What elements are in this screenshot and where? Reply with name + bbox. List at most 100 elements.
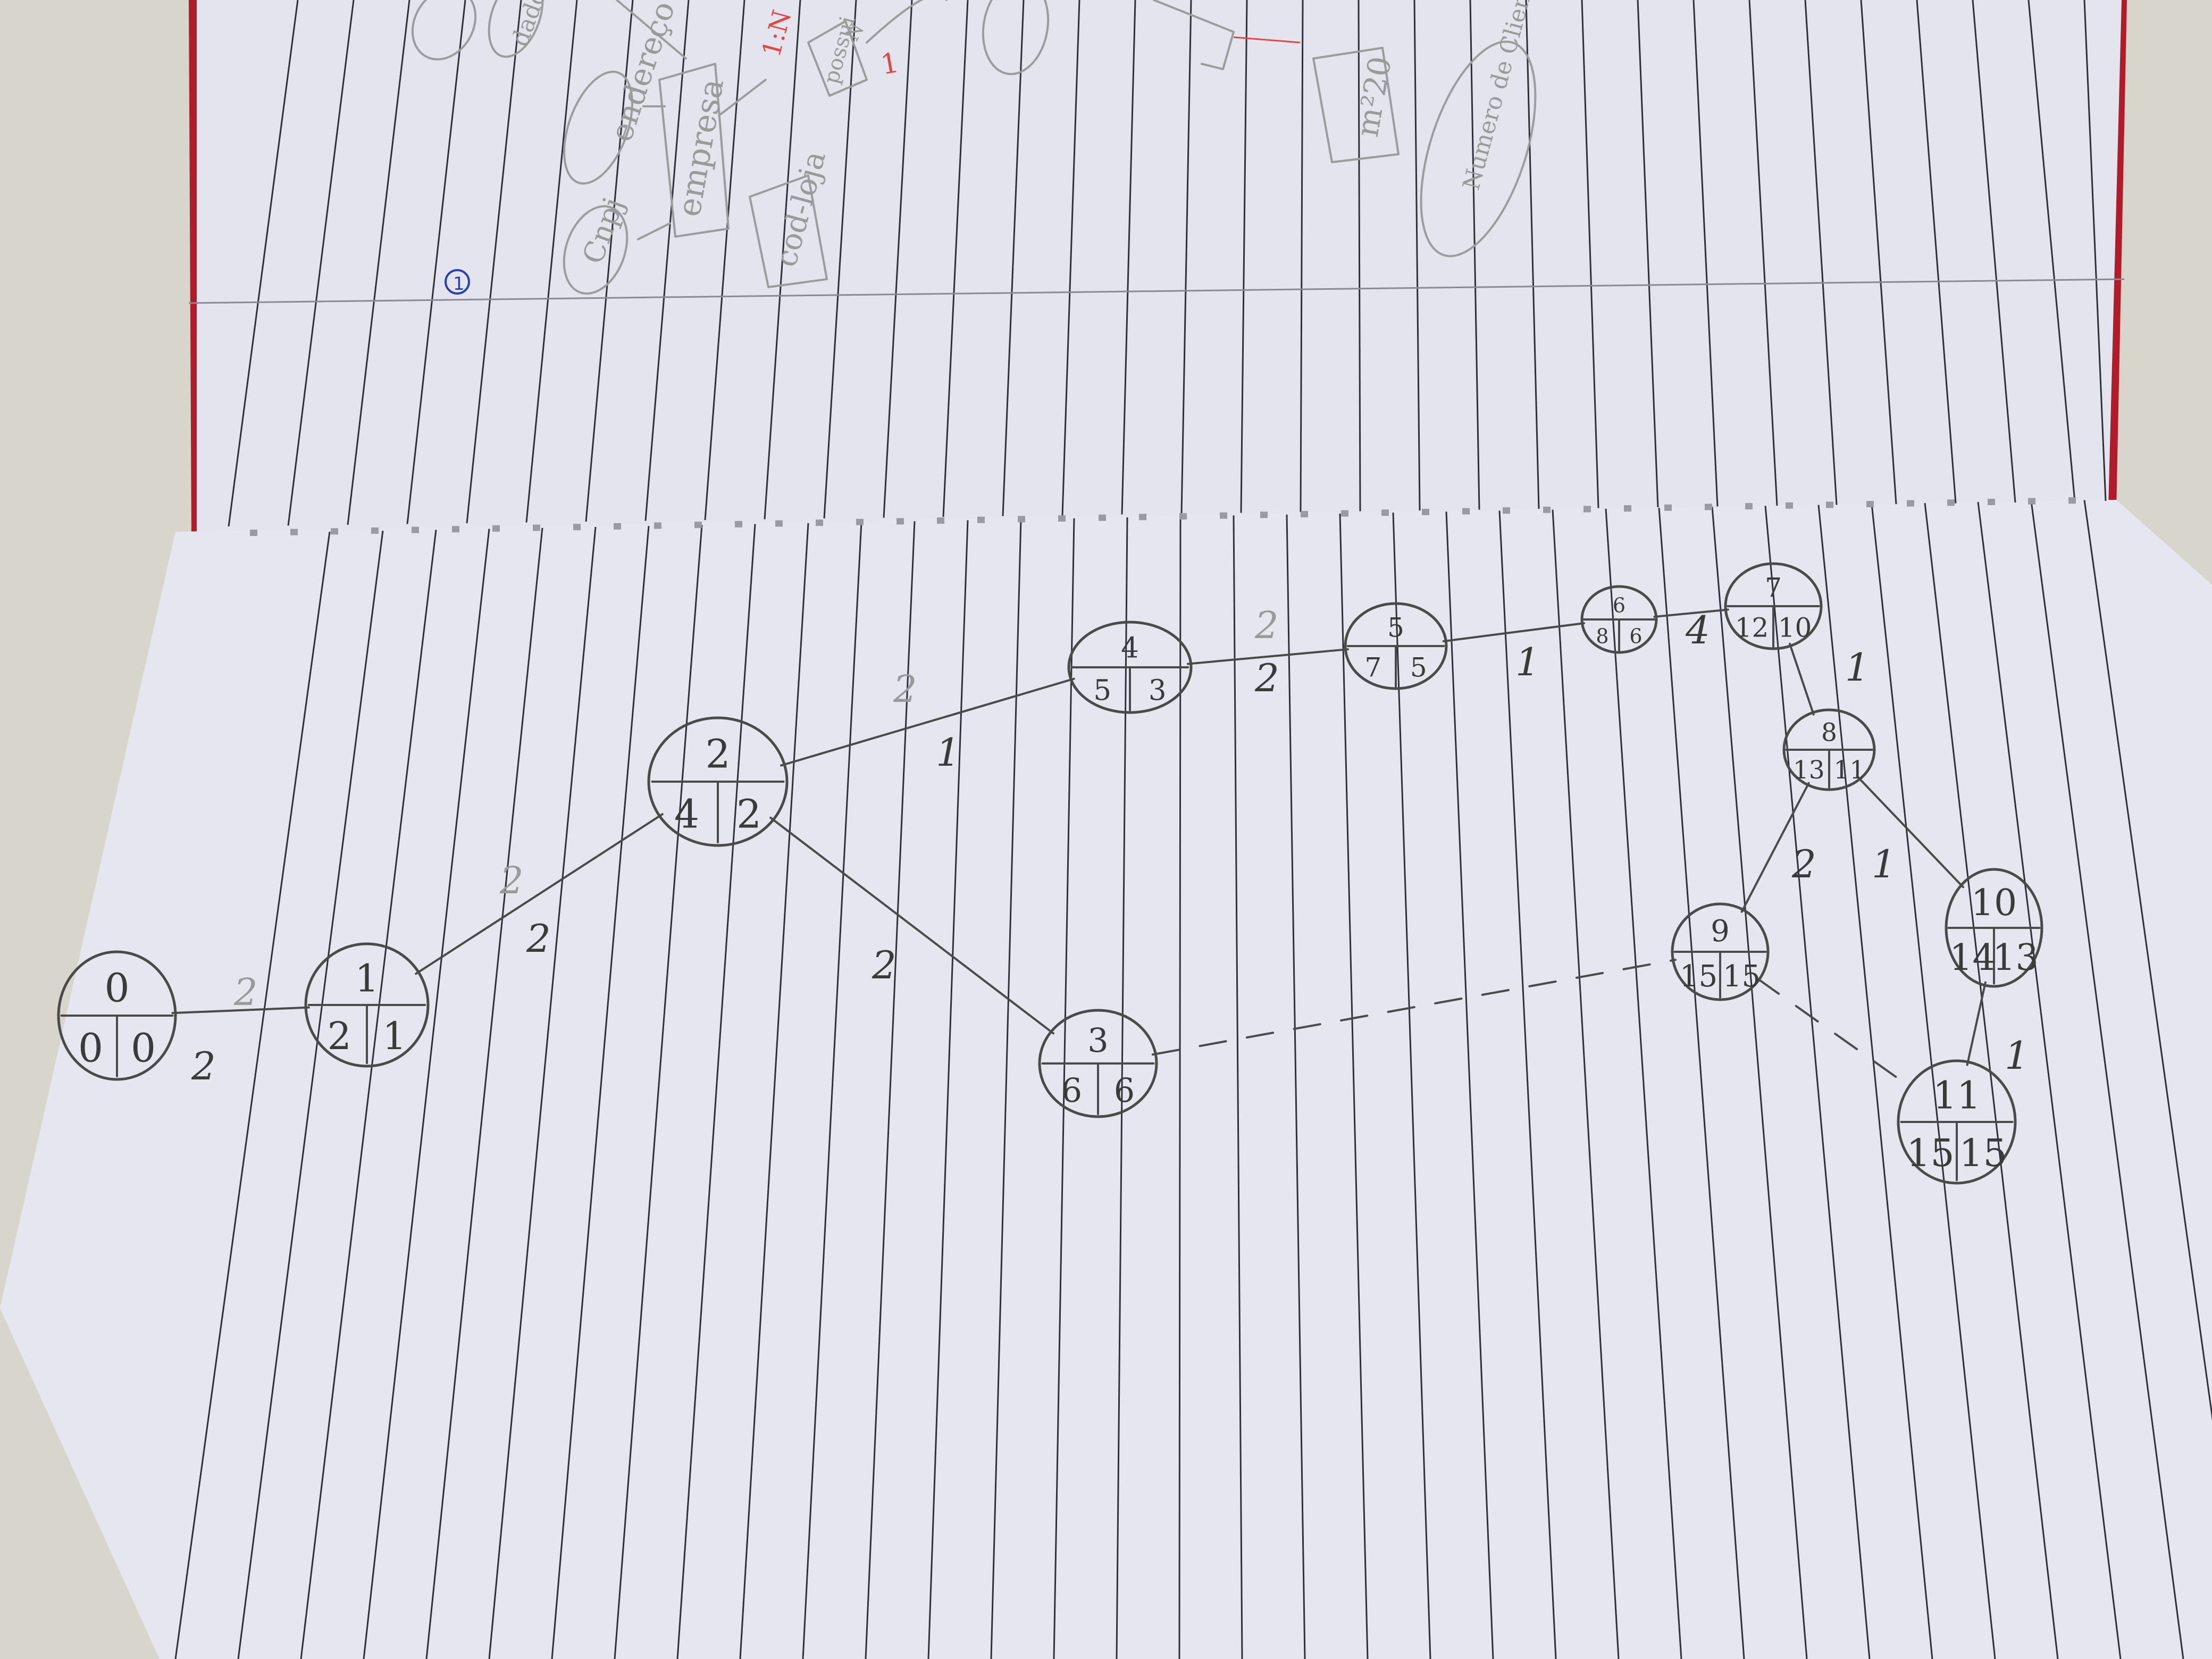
entity-metro bbox=[1312, 47, 1400, 163]
entity-cod-loja bbox=[749, 174, 828, 288]
upper-ruling bbox=[1002, 0, 1025, 516]
edge-0-1 bbox=[171, 1006, 310, 1015]
edge-faint-weight-4-5: 2 bbox=[1254, 604, 1279, 647]
edge-weight-1-2: 2 bbox=[526, 916, 551, 961]
upper-ruling bbox=[585, 0, 634, 522]
lower-ruling bbox=[363, 529, 490, 1659]
perforation-dot bbox=[1988, 498, 1995, 505]
lower-ruling bbox=[1924, 502, 2059, 1659]
lower-ruling bbox=[174, 531, 331, 1659]
node-circle bbox=[304, 942, 430, 1068]
edge-8-10 bbox=[1857, 776, 1964, 889]
node-circle bbox=[1067, 621, 1193, 714]
top-sketch bbox=[411, 0, 1537, 295]
lower-ruling bbox=[802, 522, 862, 1659]
perforation-dot bbox=[654, 522, 661, 529]
upper-ruling bbox=[1692, 0, 1719, 507]
node-label: 1 bbox=[355, 957, 379, 1001]
lower-ruling bbox=[425, 527, 543, 1659]
page-perforation bbox=[250, 497, 2076, 536]
node-early-time: 15 bbox=[1906, 1131, 1954, 1175]
perforation-dot bbox=[1220, 512, 1227, 519]
lower-ruling bbox=[488, 526, 597, 1659]
node-early-time: 8 bbox=[1596, 625, 1608, 648]
edge-faint-weight-2-4: 2 bbox=[893, 667, 917, 711]
blue-circle-marker bbox=[445, 269, 470, 295]
perforation-dot bbox=[937, 517, 944, 524]
lower-ruling bbox=[614, 525, 703, 1659]
node-late-time: 1 bbox=[382, 1014, 406, 1058]
line-cnpj bbox=[637, 222, 671, 240]
ellipse-numero-clientes bbox=[1420, 40, 1537, 257]
node-label: 11 bbox=[1933, 1074, 1981, 1118]
line-top bbox=[616, 0, 687, 60]
node-circle bbox=[1344, 602, 1448, 690]
perforation-dot bbox=[694, 522, 702, 529]
lower-ruling bbox=[1977, 502, 2122, 1659]
perforation-dot bbox=[290, 529, 298, 535]
lower-ruling bbox=[1817, 505, 1933, 1659]
node-early-time: 0 bbox=[78, 1025, 103, 1071]
node-label: 6 bbox=[1613, 593, 1626, 617]
lower-ruling bbox=[927, 520, 969, 1659]
relationship-possui bbox=[807, 20, 868, 97]
perforation-dot bbox=[412, 526, 419, 533]
node-circle bbox=[1038, 1009, 1158, 1118]
node-label: 7 bbox=[1765, 572, 1782, 603]
perforation-dot bbox=[1422, 508, 1429, 515]
node-circle bbox=[1671, 902, 1770, 1001]
perforation-dot bbox=[1058, 515, 1066, 522]
lower-ruling bbox=[990, 519, 1022, 1659]
node-late-time: 6 bbox=[1114, 1071, 1135, 1110]
lower-ruling bbox=[865, 521, 916, 1659]
red-ink-line bbox=[1233, 36, 1301, 44]
lower-ruling bbox=[1552, 509, 1620, 1659]
perforation-dot bbox=[371, 527, 379, 534]
perforation-dot bbox=[1583, 506, 1591, 513]
entity-empresa bbox=[658, 63, 730, 238]
perforation-dot bbox=[856, 518, 864, 525]
upper-ruling bbox=[1121, 0, 1136, 515]
upper-ruling bbox=[1180, 0, 1192, 514]
node-late-time: 2 bbox=[736, 791, 761, 837]
lower-ruling bbox=[1392, 512, 1431, 1659]
node-early-time: 2 bbox=[328, 1014, 351, 1058]
perforation-dot bbox=[250, 530, 257, 536]
perforation-dot bbox=[1139, 514, 1146, 521]
lower-ruling bbox=[739, 523, 809, 1659]
node-label: 3 bbox=[1087, 1021, 1108, 1060]
perforation-dot bbox=[1462, 508, 1470, 515]
edge-8-9 bbox=[1740, 782, 1810, 913]
upper-ruling bbox=[2083, 0, 2107, 501]
upper-ruling bbox=[1972, 0, 2016, 503]
lower-ruling bbox=[1286, 514, 1306, 1659]
upper-ruling bbox=[1358, 0, 1361, 512]
perforation-dot bbox=[1705, 504, 1712, 510]
node-late-time: 5 bbox=[1410, 652, 1427, 683]
edge-weight-8-10: 1 bbox=[1872, 842, 1896, 886]
upper-ruling bbox=[228, 0, 299, 527]
lower-ruling bbox=[237, 531, 384, 1659]
perforation-dot bbox=[452, 526, 459, 533]
perforation-dot bbox=[1260, 512, 1268, 518]
upper-ruling bbox=[1581, 0, 1599, 508]
perforation-dot bbox=[735, 521, 742, 527]
upper-ruling bbox=[1240, 0, 1248, 513]
upper-ruling bbox=[2027, 0, 2076, 502]
perforation-dot bbox=[1624, 505, 1631, 512]
perforation-dot bbox=[816, 520, 823, 526]
lower-ruling bbox=[1498, 510, 1557, 1659]
node-label: 9 bbox=[1711, 914, 1730, 949]
node-early-time: 15 bbox=[1680, 959, 1717, 994]
edge-weight-6-7: 4 bbox=[1685, 608, 1710, 652]
